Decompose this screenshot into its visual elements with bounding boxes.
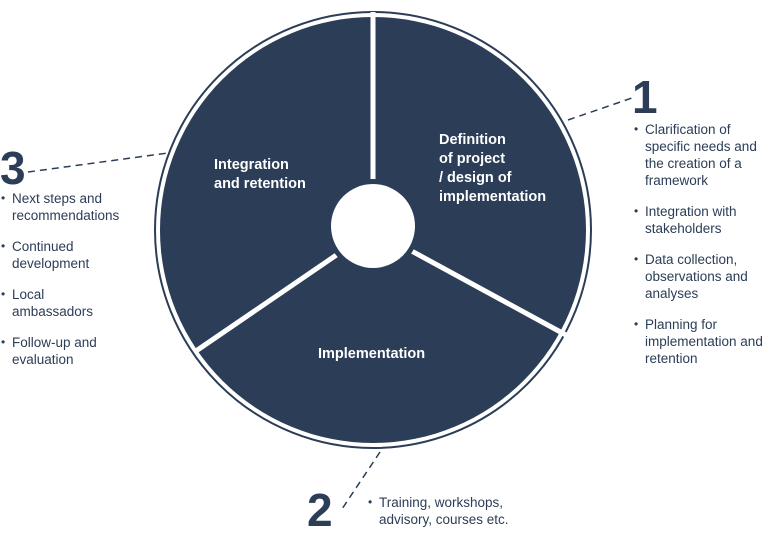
list-item: Follow-up and evaluation: [0, 334, 119, 368]
list-item: Next steps and recommendations: [0, 190, 119, 224]
phase3-list: Next steps and recommendations Continued…: [0, 190, 119, 382]
list-item: Planning for implementation and retentio…: [633, 316, 763, 367]
phase-number-3: 3: [0, 142, 26, 194]
list-item: Data collection, observations and analys…: [633, 251, 763, 302]
segment-label-implementation: Implementation: [318, 346, 426, 362]
list-item: Integration with stakeholders: [633, 203, 763, 237]
phase-number-1: 1: [632, 71, 658, 123]
phase2-list: Training, workshops, advisory, courses e…: [367, 494, 509, 542]
phase1-list: Clarification of specific needs and the …: [633, 121, 763, 381]
list-item: Training, workshops, advisory, courses e…: [367, 494, 509, 528]
leader-line-3: [27, 152, 169, 173]
list-item: Clarification of specific needs and the …: [633, 121, 763, 189]
phase-number-2: 2: [307, 484, 333, 536]
leader-line-1: [567, 97, 633, 121]
segment-label-integration: Integration and retention: [214, 157, 306, 192]
list-item: Continued development: [0, 238, 119, 272]
leader-line-2: [339, 451, 381, 513]
process-wheel: [27, 11, 633, 513]
segment-label-definition: Definition of project / design of implem…: [439, 132, 547, 205]
center-hole: [331, 184, 415, 268]
list-item: Local ambassadors: [0, 286, 119, 320]
